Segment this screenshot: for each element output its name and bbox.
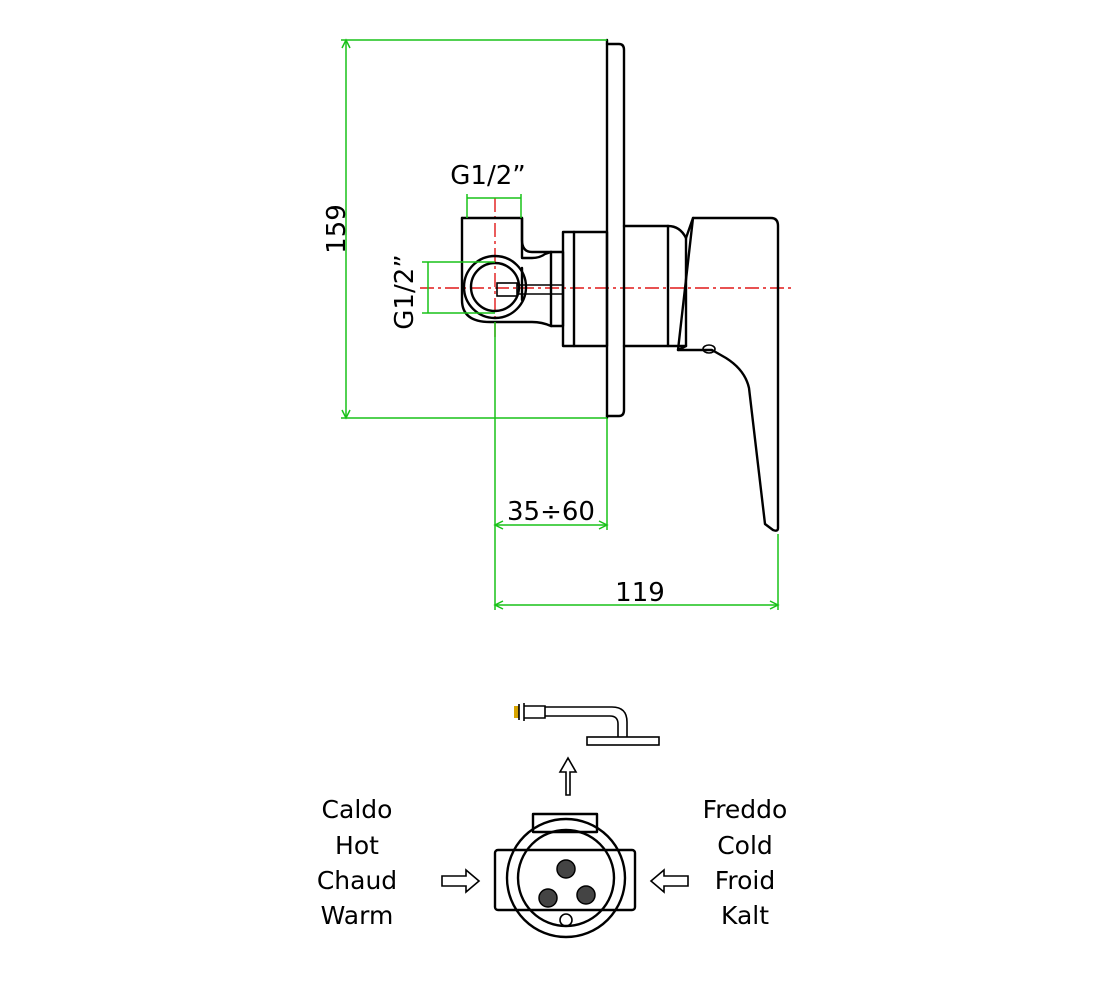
hot-label-group: Caldo Hot Chaud Warm	[317, 795, 397, 930]
cold-label-cold: Cold	[717, 831, 773, 860]
cold-inlet-arrow-icon	[649, 868, 689, 894]
dimension-inlet-side: G1/2”	[390, 254, 495, 330]
dimension-depth: 119	[493, 534, 780, 610]
shower-head-icon	[514, 703, 660, 746]
hot-label-chaud: Chaud	[317, 866, 397, 895]
dimension-wall-range: 35÷60	[493, 322, 609, 610]
lever-handle	[622, 216, 780, 532]
flow-diagram: Caldo Hot Chaud Warm Freddo Cold Froid K…	[317, 703, 788, 939]
wall-plate	[605, 38, 626, 420]
hot-label-hot: Hot	[335, 831, 379, 860]
cold-label-group: Freddo Cold Froid Kalt	[703, 795, 788, 930]
dimension-inlet-side-label: G1/2”	[390, 254, 420, 329]
cold-label-froid: Froid	[715, 866, 775, 895]
dimension-depth-label: 119	[615, 578, 665, 608]
inlet-ring	[462, 254, 528, 320]
valve-body	[460, 216, 609, 348]
outlet-arrow-icon	[558, 756, 578, 796]
hot-label-caldo: Caldo	[322, 795, 393, 824]
cold-label-kalt: Kalt	[721, 901, 769, 930]
side-view: 159 G1/2” G1/2” 35÷60	[322, 38, 792, 610]
dimension-wall-range-label: 35÷60	[507, 497, 595, 527]
dimension-inlet-top: G1/2”	[450, 161, 526, 218]
hot-inlet-arrow-icon	[441, 868, 481, 894]
dimension-inlet-top-label: G1/2”	[450, 161, 525, 191]
dimension-height: 159	[322, 38, 607, 420]
hot-label-warm: Warm	[321, 901, 394, 930]
dimension-height-label: 159	[322, 204, 352, 254]
mixer-top-view-icon	[493, 812, 637, 939]
cold-label-freddo: Freddo	[703, 795, 788, 824]
